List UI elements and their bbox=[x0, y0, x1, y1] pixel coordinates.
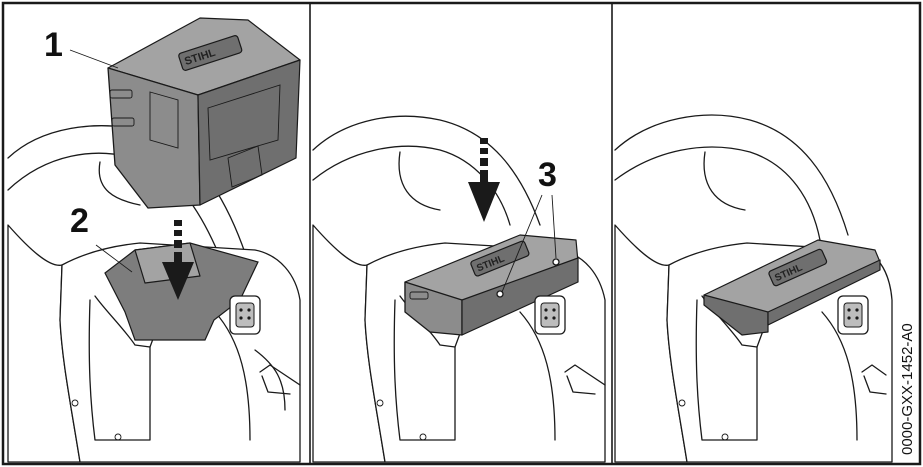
battery-pack-seated: STIHL bbox=[404, 234, 579, 336]
callout-3: 3 bbox=[538, 156, 557, 194]
callout-1: 1 bbox=[44, 26, 63, 64]
battery-pack-installed: STIHL bbox=[703, 239, 881, 336]
insert-arrow-2 bbox=[468, 138, 500, 222]
callout-1-leader bbox=[69, 49, 119, 69]
panel-3: STIHL 0000-GXX-1452-A0 bbox=[614, 114, 916, 463]
document-id: 0000-GXX-1452-A0 bbox=[899, 323, 916, 455]
callout-2: 2 bbox=[70, 202, 89, 240]
release-button-2 bbox=[534, 295, 566, 335]
panel-1: STIHL 1 2 bbox=[7, 17, 301, 463]
release-button-3 bbox=[837, 295, 869, 335]
release-button bbox=[229, 295, 261, 335]
callout-3-leader-a bbox=[501, 194, 543, 293]
callout-2-leader bbox=[95, 244, 133, 273]
callout-3-leader-b bbox=[551, 194, 557, 259]
panel-2: STIHL 3 bbox=[312, 115, 606, 463]
insert-arrow-1 bbox=[162, 220, 194, 300]
battery-pack: STIHL bbox=[107, 17, 301, 209]
